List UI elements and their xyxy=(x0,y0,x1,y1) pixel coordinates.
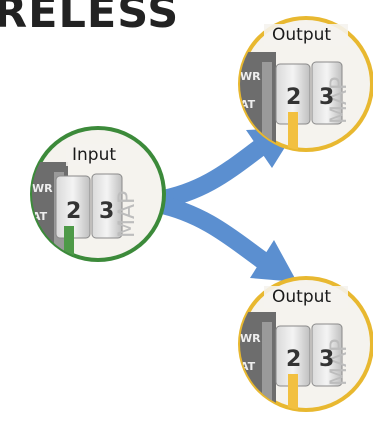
node-label: Output xyxy=(272,287,331,307)
position-number: 3 xyxy=(319,85,334,110)
input-node: MAP WR AT 2 3 Input xyxy=(30,126,166,262)
side-mark: WR xyxy=(240,332,261,345)
node-label: Input xyxy=(72,145,116,165)
side-mark: WR xyxy=(240,70,261,83)
node-label: Output xyxy=(272,25,331,45)
map-label: MAP xyxy=(327,77,352,124)
position-number: 3 xyxy=(319,347,334,372)
map-label: MAP xyxy=(115,191,140,238)
position-number: 2 xyxy=(286,347,301,372)
position-number: 2 xyxy=(66,199,81,224)
position-number: 3 xyxy=(99,199,114,224)
output-node-bottom: MAP WR AT 2 3 Output xyxy=(238,276,373,412)
arrow-to-bottom-output xyxy=(149,195,297,282)
side-mark: WR xyxy=(32,182,53,195)
page-title: RELESS xyxy=(0,0,180,38)
map-label: MAP xyxy=(327,339,352,386)
position-number: 2 xyxy=(286,85,301,110)
